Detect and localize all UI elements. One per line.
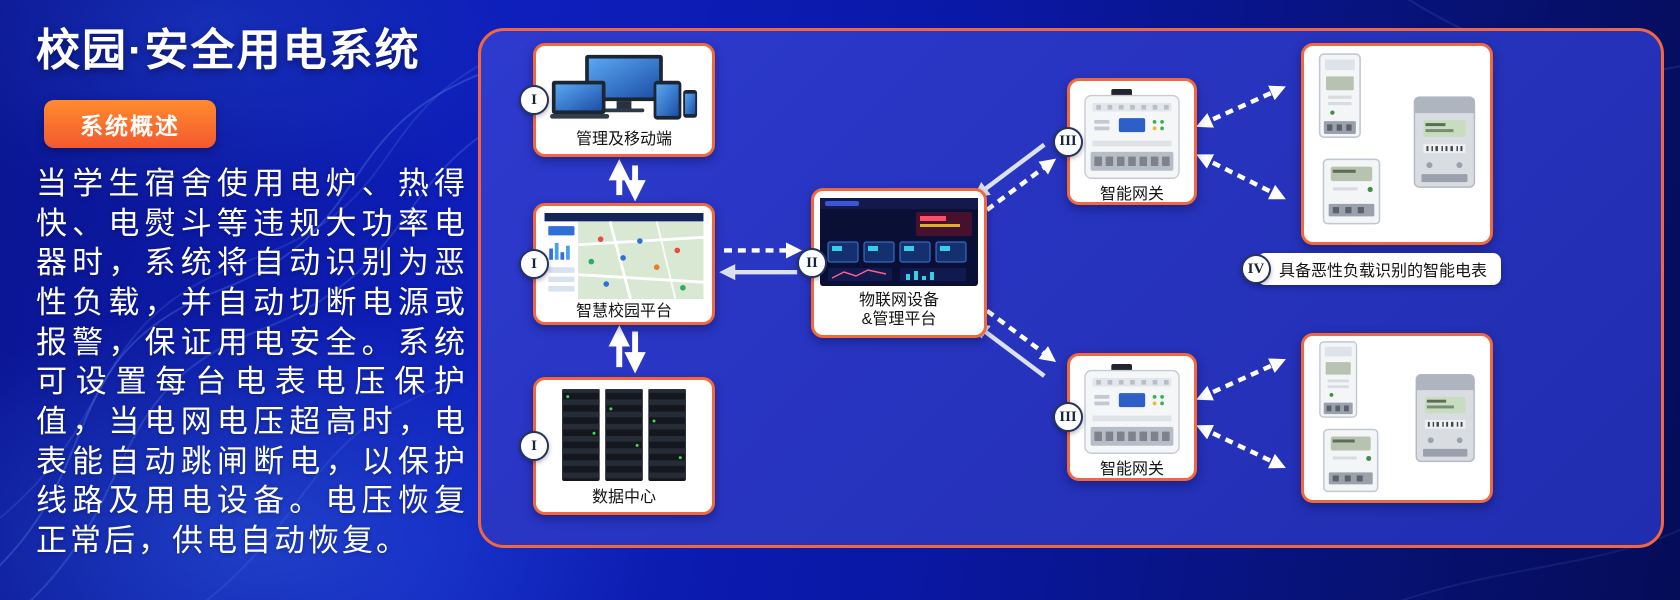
- numeral-badge-4: IV: [1241, 254, 1271, 284]
- iot-label-line2: &管理平台: [861, 311, 937, 329]
- node-label-campus-platform: 智慧校园平台: [575, 303, 672, 320]
- gateway-device-illustration: [1084, 363, 1180, 454]
- sidebar: 校园·安全用电系统 系统概述 当学生宿舍使用电炉、热得快、电熨斗等违规大功率电器…: [0, 0, 475, 600]
- system-description: 当学生宿舍使用电炉、热得快、电熨斗等违规大功率电器时，系统将自动识别为恶性负载，…: [36, 166, 468, 559]
- node-meters-bottom: [1301, 333, 1493, 503]
- node-iot-platform: II: [797, 188, 987, 338]
- node-label-gateway-bottom: 智能网关: [1099, 461, 1164, 478]
- node-meters-top: [1301, 43, 1493, 245]
- gateway-device-illustration: [1084, 88, 1180, 179]
- numeral-badge-1: I: [519, 249, 549, 279]
- node-gateway-top: III 智能网关: [1053, 78, 1197, 205]
- devices-illustration: [550, 54, 698, 120]
- numeral-badge-1: I: [519, 431, 549, 461]
- diagram-panel: I 管理及移动端 I: [478, 28, 1664, 548]
- node-smart-meters-label: IV 具备恶性负载识别的智能电表: [1241, 253, 1502, 285]
- numeral-badge-1: I: [519, 85, 549, 115]
- node-campus-platform: I: [519, 203, 715, 325]
- smart-meters-illustration: [1319, 341, 1475, 493]
- numeral-badge-2: II: [797, 248, 827, 278]
- iot-dashboard-illustration: [820, 198, 978, 286]
- node-label-iot-platform: 物联网设备 &管理平台: [859, 288, 939, 330]
- node-label-data-center: 数据中心: [591, 489, 656, 506]
- numeral-badge-3: III: [1053, 126, 1083, 157]
- campus-dashboard-illustration: [544, 213, 704, 299]
- page-title: 校园·安全用电系统: [36, 26, 421, 75]
- section-badge: 系统概述: [44, 100, 216, 148]
- node-gateway-bottom: III 智能网关: [1053, 353, 1197, 481]
- node-label-gateway-top: 智能网关: [1099, 186, 1164, 203]
- node-management-mobile: I 管理及移动端: [519, 43, 715, 157]
- smart-meters-illustration: [1318, 53, 1476, 225]
- numeral-badge-3: III: [1053, 402, 1083, 432]
- node-data-center: I 数据中心: [519, 377, 715, 515]
- iot-label-line1: 物联网设备: [858, 291, 939, 309]
- node-label-management: 管理及移动端: [575, 131, 672, 148]
- server-racks-illustration: [562, 389, 686, 481]
- smart-meters-label-text: 具备恶性负载识别的智能电表: [1279, 263, 1488, 280]
